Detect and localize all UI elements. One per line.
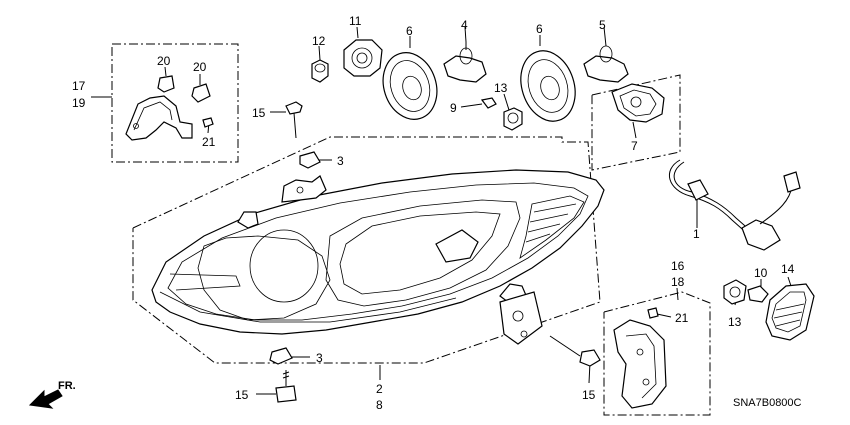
callout-3-bottom: 3 bbox=[316, 351, 323, 365]
screw-15-bottom-right bbox=[549, 335, 601, 367]
bracket-17-19 bbox=[125, 75, 214, 141]
callout-21-top: 21 bbox=[202, 135, 216, 149]
callout-15-bottom-right: 15 bbox=[582, 388, 596, 402]
headlight-assembly bbox=[151, 169, 605, 345]
socket-11 bbox=[343, 39, 383, 77]
callout-18: 18 bbox=[671, 275, 685, 289]
callout-19: 19 bbox=[72, 96, 86, 110]
dust-cap-6-right bbox=[520, 50, 576, 122]
callout-4: 4 bbox=[461, 18, 468, 32]
callout-11: 11 bbox=[349, 14, 362, 28]
callout-21-bottom: 21 bbox=[675, 311, 689, 325]
callout-3-top: 3 bbox=[337, 154, 344, 168]
callout-16: 16 bbox=[671, 259, 685, 273]
callout-15-bottom-left: 15 bbox=[235, 388, 249, 402]
callout-6-left: 6 bbox=[406, 24, 413, 38]
bulb-10 bbox=[747, 285, 769, 303]
socket-13-bottom bbox=[723, 279, 747, 305]
diagram-code: SNA7B0800C bbox=[733, 397, 802, 409]
callout-10: 10 bbox=[754, 266, 768, 280]
callout-20-left: 20 bbox=[157, 54, 171, 68]
harness-1 bbox=[669, 159, 801, 251]
front-direction-label: FR. bbox=[58, 380, 76, 392]
screw-15-top bbox=[285, 101, 303, 139]
callout-13-top: 13 bbox=[494, 81, 508, 95]
bulb-5 bbox=[583, 45, 629, 83]
callout-20-right: 20 bbox=[193, 60, 207, 74]
bulb-12 bbox=[311, 59, 329, 83]
socket-7 bbox=[611, 83, 665, 123]
bulb-4 bbox=[443, 42, 487, 83]
callout-17: 17 bbox=[72, 79, 86, 93]
callout-1: 1 bbox=[693, 227, 700, 241]
bracket-16-18 bbox=[613, 307, 667, 409]
front-direction-arrow-icon bbox=[28, 389, 63, 409]
nut-clip-3-bottom bbox=[269, 347, 293, 365]
callout-9: 9 bbox=[450, 101, 457, 115]
screw-15-bottom-left bbox=[275, 370, 297, 403]
callout-14: 14 bbox=[781, 262, 795, 276]
callout-8: 8 bbox=[376, 398, 383, 412]
callout-15-top: 15 bbox=[252, 106, 266, 120]
dust-cap-6-left bbox=[382, 52, 438, 120]
callout-6-right: 6 bbox=[536, 22, 543, 36]
callout-13-bottom: 13 bbox=[728, 315, 742, 329]
bracket-group-box-17-19 bbox=[111, 43, 239, 163]
socket-13-top bbox=[503, 107, 523, 131]
side-marker-14 bbox=[765, 283, 815, 341]
bulb-9 bbox=[480, 97, 497, 109]
callout-12: 12 bbox=[312, 34, 326, 48]
callout-labels: 17 19 20 20 21 15 3 12 11 6 4 6 5 9 13 7… bbox=[72, 14, 795, 412]
bracket-group-box-16-18 bbox=[603, 291, 711, 416]
callout-7: 7 bbox=[631, 139, 638, 153]
callout-5: 5 bbox=[599, 18, 606, 32]
nut-clip-3-top bbox=[299, 151, 321, 169]
callout-2: 2 bbox=[376, 382, 383, 396]
